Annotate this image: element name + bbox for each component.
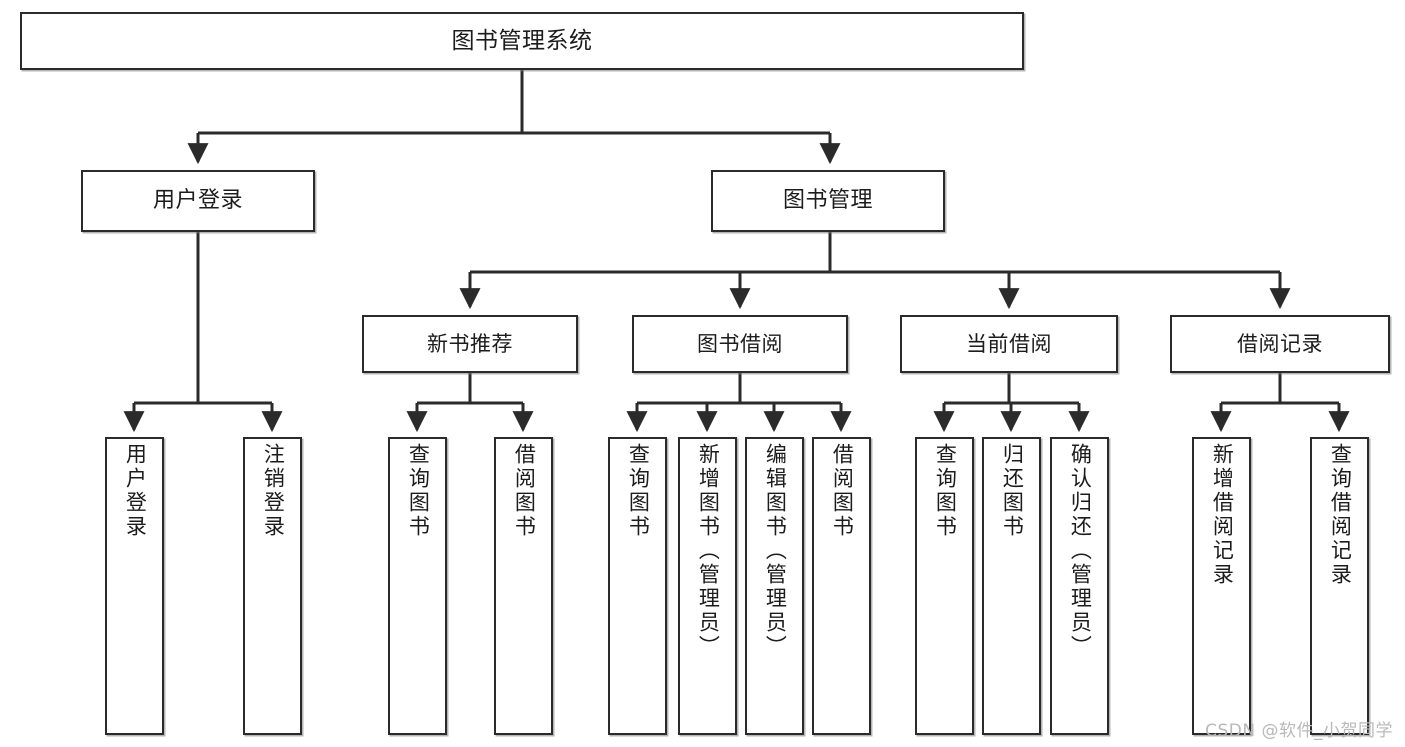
node-root[interactable]: 图书管理系统 bbox=[20, 12, 1024, 70]
node-leaf-logout-login-label: 注销登录 bbox=[261, 443, 286, 539]
node-borrow-record[interactable]: 借阅记录 bbox=[1170, 315, 1390, 373]
node-book-borrow[interactable]: 图书借阅 bbox=[632, 315, 848, 373]
csdn-watermark: CSDN @软件_小贺同学 bbox=[1205, 721, 1393, 741]
node-leaf-query-record[interactable]: 查询借阅记录 bbox=[1310, 437, 1369, 735]
node-leaf-add-book-label: 新增图书（管理员） bbox=[696, 443, 721, 659]
node-new-book-rec[interactable]: 新书推荐 bbox=[362, 315, 578, 373]
node-book-borrow-label: 图书借阅 bbox=[697, 331, 783, 356]
node-leaf-edit-book[interactable]: 编辑图书（管理员） bbox=[745, 437, 804, 735]
node-leaf-confirm-return[interactable]: 确认归还（管理员） bbox=[1050, 437, 1109, 735]
node-leaf-query-book-3[interactable]: 查询图书 bbox=[915, 437, 974, 735]
node-leaf-confirm-return-label: 确认归还（管理员） bbox=[1068, 443, 1093, 659]
node-user-login[interactable]: 用户登录 bbox=[81, 170, 315, 232]
node-current-borrow-label: 当前借阅 bbox=[966, 331, 1052, 356]
node-book-manage-label: 图书管理 bbox=[782, 188, 873, 214]
node-leaf-borrow-book-2[interactable]: 借阅图书 bbox=[812, 437, 871, 735]
node-leaf-query-book-2-label: 查询图书 bbox=[626, 443, 651, 539]
node-leaf-user-login[interactable]: 用户登录 bbox=[105, 437, 164, 735]
node-leaf-add-record-label: 新增借阅记录 bbox=[1210, 443, 1235, 587]
node-leaf-edit-book-label: 编辑图书（管理员） bbox=[763, 443, 788, 659]
node-new-book-rec-label: 新书推荐 bbox=[427, 331, 513, 356]
node-leaf-query-record-label: 查询借阅记录 bbox=[1328, 443, 1353, 587]
node-leaf-logout-login[interactable]: 注销登录 bbox=[243, 437, 302, 735]
node-leaf-add-record[interactable]: 新增借阅记录 bbox=[1192, 437, 1251, 735]
node-leaf-query-book-1[interactable]: 查询图书 bbox=[388, 437, 447, 735]
node-user-login-label: 用户登录 bbox=[152, 188, 243, 214]
node-leaf-query-book-3-label: 查询图书 bbox=[933, 443, 958, 539]
node-current-borrow[interactable]: 当前借阅 bbox=[900, 315, 1118, 373]
node-leaf-user-login-label: 用户登录 bbox=[123, 443, 148, 539]
node-leaf-query-book-1-label: 查询图书 bbox=[406, 443, 431, 539]
node-book-manage[interactable]: 图书管理 bbox=[711, 170, 945, 232]
node-leaf-return-book-label: 归还图书 bbox=[1000, 443, 1025, 539]
node-leaf-borrow-book-1-label: 借阅图书 bbox=[512, 443, 537, 539]
node-root-label: 图书管理系统 bbox=[451, 27, 593, 54]
node-borrow-record-label: 借阅记录 bbox=[1237, 331, 1323, 356]
node-leaf-query-book-2[interactable]: 查询图书 bbox=[608, 437, 667, 735]
node-leaf-return-book[interactable]: 归还图书 bbox=[982, 437, 1041, 735]
node-leaf-borrow-book-1[interactable]: 借阅图书 bbox=[494, 437, 553, 735]
node-leaf-add-book[interactable]: 新增图书（管理员） bbox=[678, 437, 737, 735]
node-leaf-borrow-book-2-label: 借阅图书 bbox=[830, 443, 855, 539]
